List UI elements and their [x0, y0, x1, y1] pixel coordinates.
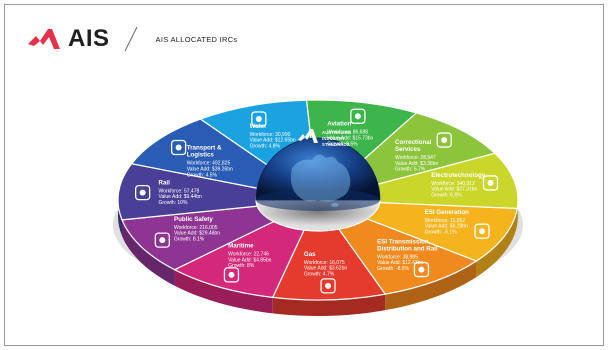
- segment-value-add-electrotechnology: Value Add: $37.31bn: [431, 187, 477, 193]
- ship-icon: [223, 267, 240, 283]
- segment-growth-rail: Growth: 10%: [159, 200, 188, 206]
- globe: AUSTRALIAN INDUSTRY STANDARDS: [255, 129, 381, 211]
- segment-title-correctional: Correctional: [395, 139, 432, 146]
- center-line-3: STANDARDS: [322, 142, 350, 147]
- segment-growth-maritime: Growth: 8%: [228, 263, 255, 269]
- segment-workforce-maritime: Workforce: 22,746: [228, 251, 269, 257]
- disc-side-esi_transmission: [385, 261, 477, 311]
- segment-workforce-correctional: Workforce: 28,547: [395, 155, 436, 161]
- train-icon: [134, 184, 151, 201]
- segment-title-public_safety: Public Safety: [174, 216, 213, 223]
- segment-value-add-correctional: Value Add: $3.36bn: [395, 161, 438, 167]
- segment-growth-electrotechnology: Growth: 6.6%: [431, 192, 462, 198]
- segment-value-add-public_safety: Value Add: $29.46bn: [174, 231, 220, 237]
- center-line-1: AUSTRALIAN: [322, 130, 351, 135]
- segment-title-gas: Gas: [304, 251, 316, 258]
- segment-value-add-esi_generation: Value Add: $6.28bn: [425, 224, 468, 230]
- segment-workforce-transport: Workforce: 492,825: [187, 161, 231, 167]
- segment-value-add-rail: Value Add: $9.44bn: [159, 194, 202, 200]
- segment-growth-water: Growth: 4.8%: [250, 143, 281, 149]
- segment-title-electrotechnology: Electrotechnology: [431, 172, 486, 179]
- segment-value-add-water: Value Add: $12.65bn: [250, 138, 296, 144]
- australia-map: [290, 154, 351, 207]
- segment-workforce-aviation: Workforce: 86,688: [327, 130, 368, 136]
- disc-top-layer: [117, 99, 519, 301]
- segment-value-add-transport: Value Add: $39.26bn: [187, 166, 233, 172]
- segment-title-rail: Rail: [159, 179, 171, 186]
- water-drop-icon: [251, 111, 267, 127]
- segment-title-correctional: Services: [395, 146, 421, 153]
- segment-title-esi_transmission: ESI Transmission,: [377, 238, 431, 245]
- segment-title-transport: Transport &: [187, 145, 222, 152]
- center-line-2: INDUSTRY: [322, 136, 345, 141]
- segment-value-add-maritime: Value Add: $4.85bn: [228, 257, 271, 263]
- disc-side-esi_generation: [476, 208, 518, 278]
- disc-side-public_safety: [121, 219, 175, 286]
- segment-icons: [134, 108, 499, 294]
- header: AIS AIS ALLOCATED IRCs: [26, 24, 237, 54]
- ais-globe-logo-icon: [298, 129, 318, 143]
- segment-growth-transport: Growth: 4.5%: [187, 172, 218, 178]
- segment-title-maritime: Maritime: [228, 242, 254, 249]
- segment-workforce-electrotechnology: Workforce: 340,912: [431, 181, 475, 187]
- power-tower-icon: [413, 261, 430, 278]
- airport-icon: [350, 108, 366, 124]
- segment-growth-gas: Growth: 4.7%: [304, 271, 335, 277]
- segment-workforce-gas: Workforce: 16,075: [304, 260, 345, 266]
- segment-workforce-esi_transmission: Workforce: 38,985: [377, 254, 418, 260]
- segment-growth-aviation: Growth: 8.5%: [327, 141, 358, 147]
- header-divider: [124, 26, 137, 52]
- segment-value-add-aviation: Value Add: $15.73bn: [327, 136, 373, 142]
- segment-growth-esi_generation: Growth: -5.1%: [425, 230, 458, 236]
- truck-icon: [170, 139, 187, 156]
- factory-icon: [320, 278, 336, 294]
- segment-title-aviation: Aviation: [327, 121, 351, 128]
- segment-workforce-water: Workforce: 30,990: [250, 132, 291, 138]
- segment-growth-esi_transmission: Growth: -8.5%: [377, 266, 410, 272]
- segment-value-add-esi_transmission: Value Add: $12.43bn: [377, 260, 423, 266]
- segment-workforce-public_safety: Workforce: 216,005: [174, 225, 218, 231]
- page-title: AIS ALLOCATED IRCs: [155, 34, 238, 44]
- gas-mask-icon: [154, 232, 170, 248]
- brand-name: AIS: [68, 25, 110, 52]
- segment-growth-correctional: Growth: 5.7%: [395, 167, 426, 173]
- segment-growth-public_safety: Growth: 8.1%: [174, 236, 205, 242]
- segment-value-add-gas: Value Add: $3.62bn: [304, 266, 347, 272]
- segment-workforce-rail: Workforce: 57,478: [159, 188, 200, 194]
- lightbulb-icon: [482, 175, 499, 191]
- segment-title-esi_generation: ESI Generation: [425, 209, 470, 216]
- segment-workforce-esi_generation: Workforce: 11,552: [425, 218, 466, 224]
- segment-title-transport: Logistics: [187, 152, 215, 159]
- handcuffs-icon: [436, 132, 452, 148]
- ais-logo-icon: [28, 29, 60, 49]
- segment-label-esi_transmission: ESI Transmission,Distribution and RailWo…: [377, 238, 438, 272]
- wind-turbine-icon: [474, 223, 490, 239]
- segment-title-esi_transmission: Distribution and Rail: [377, 245, 438, 252]
